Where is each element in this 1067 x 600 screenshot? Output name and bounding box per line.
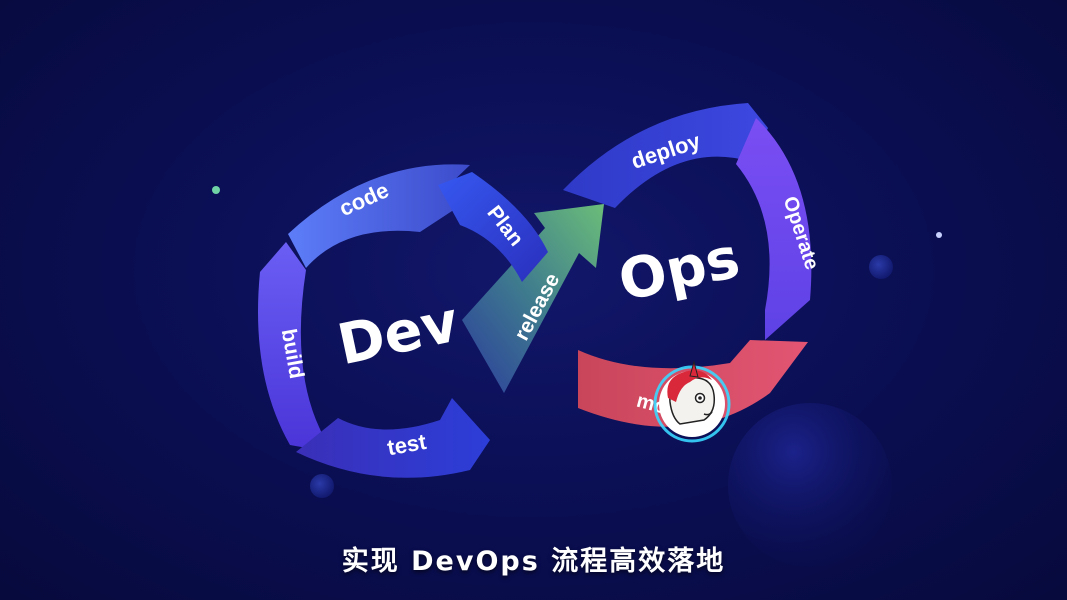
background-orb [869, 255, 893, 279]
subtitle-caption: 实现 DevOps 流程高效落地 [0, 540, 1067, 584]
background-dot [212, 186, 220, 194]
ops-title: Ops [613, 226, 745, 315]
dev-title: Dev [332, 290, 464, 379]
background-orb [310, 474, 334, 498]
background-dot [936, 232, 942, 238]
